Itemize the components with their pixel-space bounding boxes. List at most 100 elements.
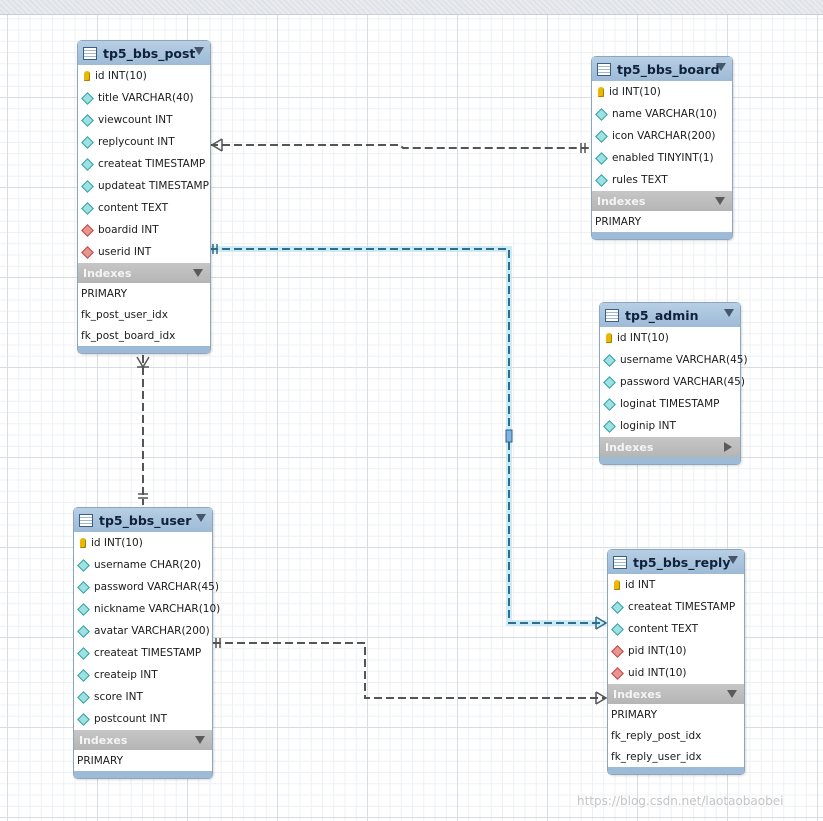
collapse-arrow-icon[interactable] xyxy=(193,269,203,277)
table-header[interactable]: tp5_bbs_user xyxy=(74,508,212,532)
column-label: viewcount INT xyxy=(98,114,173,126)
column-row[interactable]: avatar VARCHAR(200) xyxy=(74,620,212,642)
column-row[interactable]: icon VARCHAR(200) xyxy=(592,125,732,147)
column-row[interactable]: createat TIMESTAMP xyxy=(74,642,212,664)
collapse-arrow-icon[interactable] xyxy=(715,197,725,205)
index-row[interactable]: PRIMARY xyxy=(81,287,128,300)
indexes-header[interactable]: Indexes xyxy=(600,437,740,457)
index-row[interactable]: fk_post_user_idx xyxy=(81,308,168,321)
column-row[interactable]: content TEXT xyxy=(78,197,210,219)
table-footer xyxy=(74,771,212,778)
column-label: postcount INT xyxy=(94,713,168,725)
column-row[interactable]: id INT(10) xyxy=(600,327,740,349)
diamond-icon xyxy=(77,624,90,638)
collapse-arrow-icon[interactable] xyxy=(724,309,734,317)
column-row[interactable]: title VARCHAR(40) xyxy=(78,87,210,109)
column-row[interactable]: createat TIMESTAMP xyxy=(608,596,744,618)
table-icon xyxy=(613,555,627,569)
indexes-header[interactable]: Indexes xyxy=(78,263,210,283)
index-row[interactable]: fk_reply_user_idx xyxy=(611,750,702,763)
column-label: id INT xyxy=(625,579,656,591)
column-list: id INT(10) name VARCHAR(10) icon VARCHAR… xyxy=(592,81,732,191)
column-row[interactable]: loginip INT xyxy=(600,415,740,437)
diamond-icon xyxy=(81,91,94,105)
relationship-post-user[interactable] xyxy=(136,355,150,505)
index-row[interactable]: fk_reply_post_idx xyxy=(611,729,702,742)
column-row[interactable]: nickname VARCHAR(10) xyxy=(74,598,220,620)
column-row[interactable]: boardid INT xyxy=(78,219,210,241)
canvas-top-ruler xyxy=(0,0,823,15)
column-row[interactable]: rules TEXT xyxy=(592,169,732,191)
indexes-header[interactable]: Indexes xyxy=(592,191,732,211)
column-label: title VARCHAR(40) xyxy=(98,92,194,104)
key-icon xyxy=(606,333,612,343)
column-row[interactable]: userid INT xyxy=(78,241,210,263)
table-header[interactable]: tp5_bbs_post xyxy=(78,41,210,65)
column-row[interactable]: content TEXT xyxy=(608,618,744,640)
column-row[interactable]: postcount INT xyxy=(74,708,212,730)
column-row[interactable]: name VARCHAR(10) xyxy=(592,103,732,125)
table-tp5-bbs-board[interactable]: tp5_bbs_board id INT(10) name VARCHAR(10… xyxy=(591,56,733,240)
table-header[interactable]: tp5_bbs_reply xyxy=(608,550,744,574)
diamond-icon xyxy=(81,135,94,149)
column-row[interactable]: password VARCHAR(45) xyxy=(74,576,219,598)
index-row[interactable]: PRIMARY xyxy=(77,754,124,767)
table-tp5-bbs-user[interactable]: tp5_bbs_user id INT(10) username CHAR(20… xyxy=(73,507,220,779)
column-row[interactable]: username CHAR(20) xyxy=(74,554,212,576)
diamond-icon xyxy=(81,157,94,171)
column-row[interactable]: password VARCHAR(45) xyxy=(600,371,745,393)
column-row[interactable]: loginat TIMESTAMP xyxy=(600,393,740,415)
column-row[interactable]: enabled TINYINT(1) xyxy=(592,147,732,169)
collapse-arrow-icon[interactable] xyxy=(716,63,726,71)
diamond-icon xyxy=(595,129,608,143)
table-tp5-bbs-reply[interactable]: tp5_bbs_reply id INT createat TIMESTAMP … xyxy=(607,549,745,775)
diamond-icon xyxy=(77,558,90,572)
column-label: content TEXT xyxy=(628,623,699,635)
diamond-icon xyxy=(81,179,94,193)
collapse-arrow-icon[interactable] xyxy=(195,736,205,744)
column-label: boardid INT xyxy=(98,224,159,236)
column-row[interactable]: viewcount INT xyxy=(78,109,210,131)
table-footer xyxy=(600,457,740,464)
column-label: nickname VARCHAR(10) xyxy=(94,603,221,615)
column-row[interactable]: score INT xyxy=(74,686,212,708)
relationship-reply-user[interactable] xyxy=(213,638,608,705)
diamond-icon xyxy=(603,419,616,433)
column-label: loginat TIMESTAMP xyxy=(620,398,720,410)
column-row[interactable]: id INT(10) xyxy=(592,81,732,103)
column-row[interactable]: createip INT xyxy=(74,664,212,686)
column-row[interactable]: id INT xyxy=(608,574,744,596)
column-row[interactable]: id INT(10) xyxy=(74,532,212,554)
table-tp5-admin[interactable]: tp5_admin id INT(10) username VARCHAR(45… xyxy=(599,302,748,465)
table-tp5-bbs-post[interactable]: tp5_bbs_post id INT(10) title VARCHAR(40… xyxy=(77,40,211,354)
key-icon xyxy=(598,87,604,97)
column-row[interactable]: username VARCHAR(45) xyxy=(600,349,748,371)
table-header[interactable]: tp5_admin xyxy=(600,303,740,327)
column-label: createat TIMESTAMP xyxy=(628,601,736,613)
collapse-arrow-icon[interactable] xyxy=(728,556,738,564)
index-row[interactable]: fk_post_board_idx xyxy=(81,329,176,342)
relationship-reply-post[interactable] xyxy=(210,244,608,630)
column-row[interactable]: updateat TIMESTAMP xyxy=(78,175,210,197)
column-label: id INT(10) xyxy=(609,86,661,98)
indexes-header[interactable]: Indexes xyxy=(74,730,212,750)
collapse-arrow-icon[interactable] xyxy=(196,514,206,522)
collapse-arrow-icon[interactable] xyxy=(194,47,204,55)
column-row[interactable]: id INT(10) xyxy=(78,65,210,87)
index-row[interactable]: PRIMARY xyxy=(611,708,658,721)
table-title: tp5_bbs_post xyxy=(103,45,196,61)
indexes-header[interactable]: Indexes xyxy=(608,684,744,704)
column-row[interactable]: replycount INT xyxy=(78,131,210,153)
column-row[interactable]: uid INT(10) xyxy=(608,662,744,684)
column-row[interactable]: createat TIMESTAMP xyxy=(78,153,210,175)
expand-arrow-icon[interactable] xyxy=(724,442,732,452)
red-diamond-icon xyxy=(81,245,94,259)
column-label: avatar VARCHAR(200) xyxy=(94,625,210,637)
index-row[interactable]: PRIMARY xyxy=(595,215,642,228)
column-row[interactable]: pid INT(10) xyxy=(608,640,744,662)
table-title: tp5_bbs_user xyxy=(99,512,192,528)
relationship-post-board[interactable] xyxy=(210,138,590,153)
column-label: loginip INT xyxy=(620,420,676,432)
collapse-arrow-icon[interactable] xyxy=(727,690,737,698)
table-header[interactable]: tp5_bbs_board xyxy=(592,57,732,81)
